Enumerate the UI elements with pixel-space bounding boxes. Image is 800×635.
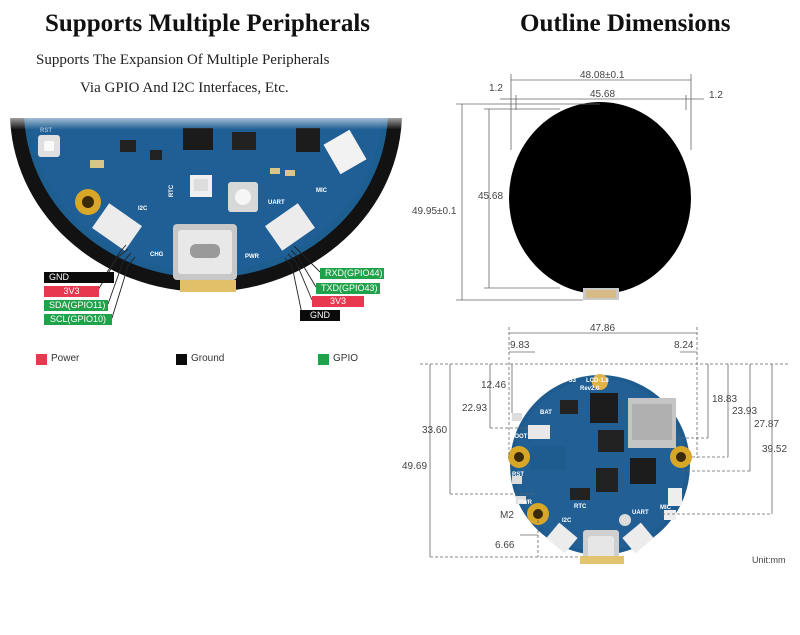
bat-silk-label: BAT bbox=[540, 410, 552, 416]
bottom-left-dim-3: 33.60 bbox=[422, 425, 448, 436]
left-pin-gnd: GND bbox=[44, 272, 114, 283]
top-edge-right: 1.2 bbox=[709, 90, 723, 101]
i2c-silk-label: I2C bbox=[138, 206, 148, 212]
uart-silk-label: UART bbox=[268, 200, 285, 206]
bottom-dim-6-66: 6.66 bbox=[495, 540, 515, 551]
rst-silk-label: RST bbox=[40, 128, 52, 134]
legend-ground-swatch bbox=[176, 354, 187, 365]
left-subtitle-line1: Supports The Expansion Of Multiple Perip… bbox=[36, 52, 330, 68]
model-silk-label: ESP32-S3 bbox=[548, 378, 577, 384]
pwr-silk-label: PWR bbox=[245, 254, 259, 260]
right-title: Outline Dimensions bbox=[520, 10, 731, 37]
rev-silk-label: Rev2.0 bbox=[580, 386, 600, 392]
legend-power-label: Power bbox=[51, 353, 80, 364]
bottom-offset-left: 9.83 bbox=[510, 340, 530, 351]
bottom-right-dim-3: 27.87 bbox=[754, 419, 780, 430]
i2c-bottom-silk-label: I2C bbox=[562, 518, 572, 524]
top-width-inner: 45.68 bbox=[590, 89, 616, 100]
right-pin-gnd: GND bbox=[300, 310, 340, 321]
mic-silk-label: MIC bbox=[316, 188, 327, 194]
legend-power-swatch bbox=[36, 354, 47, 365]
legend-ground-label: Ground bbox=[191, 353, 225, 364]
top-width-total: 48.08±0.1 bbox=[580, 70, 625, 81]
top-edge-left: 1.2 bbox=[489, 83, 503, 94]
left-title: Supports Multiple Peripherals bbox=[45, 10, 371, 37]
bottom-left-dim-1: 12.46 bbox=[481, 380, 507, 391]
bottom-width: 47.86 bbox=[590, 323, 616, 334]
right-pin-txd: TXD(GPIO43) bbox=[316, 283, 380, 294]
bottom-right-dim-4: 39.52 bbox=[762, 444, 788, 455]
top-height-total: 49.95±0.1 bbox=[412, 206, 457, 217]
left-pin-sda: SDA(GPIO11) bbox=[44, 300, 108, 311]
left-subtitle-line2: Via GPIO And I2C Interfaces, Etc. bbox=[80, 80, 289, 96]
bottom-left-dim-2: 22.93 bbox=[462, 403, 488, 414]
right-pin-3v3: 3V3 bbox=[312, 296, 364, 307]
pwr-bottom-silk-label: PWR bbox=[518, 500, 532, 506]
legend-gpio-swatch bbox=[318, 354, 329, 365]
boot-silk-label: BOOT bbox=[510, 434, 528, 440]
rtc-bottom-silk-label: RTC bbox=[574, 504, 587, 510]
bottom-left-dim-4: 49.69 bbox=[402, 461, 428, 472]
bottom-right-dim-1: 18.83 bbox=[712, 394, 738, 405]
bottom-offset-right: 8.24 bbox=[674, 340, 694, 351]
rst-bottom-silk-label: RST bbox=[512, 472, 524, 478]
bottom-right-dim-2: 23.93 bbox=[732, 406, 758, 417]
right-pin-rxd: RXD(GPIO44) bbox=[320, 268, 384, 279]
chg-silk-label: CHG bbox=[150, 252, 164, 258]
top-height-inner: 45.68 bbox=[478, 191, 504, 202]
mic-bottom-silk-label: MIC bbox=[660, 505, 671, 511]
uart-bottom-silk-label: UART bbox=[632, 510, 649, 516]
left-pin-scl: SCL(GPIO10) bbox=[44, 314, 112, 325]
m2-hole-label: M2 bbox=[500, 510, 514, 521]
unit-label: Unit:mm bbox=[752, 555, 786, 565]
left-pin-3v3: 3V3 bbox=[44, 286, 99, 297]
lcd-silk-label: LCD-1.8 bbox=[586, 378, 609, 384]
legend-gpio-label: GPIO bbox=[333, 353, 359, 364]
